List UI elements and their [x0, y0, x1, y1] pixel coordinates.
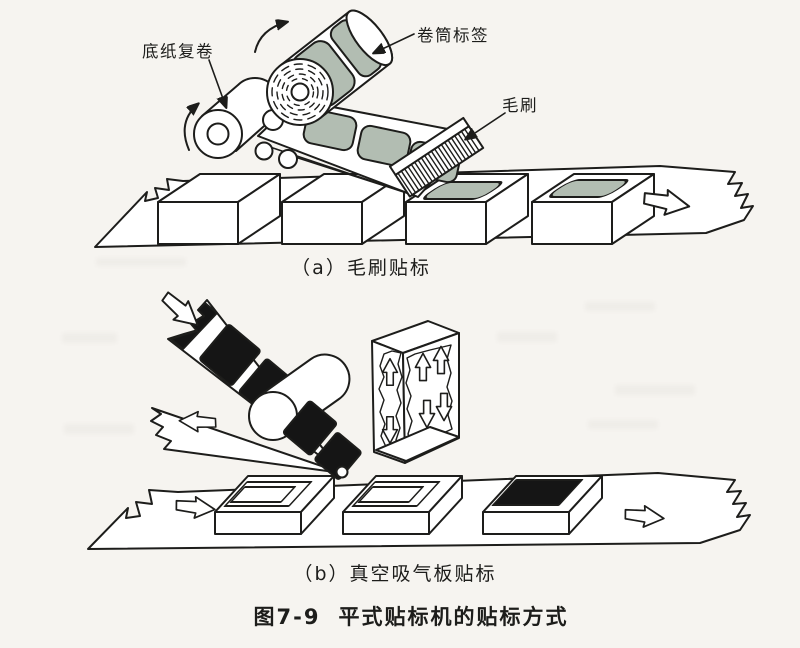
- vacuum-suction-box: [371, 320, 460, 464]
- peel-tip-roller: [335, 465, 349, 479]
- figure-caption: 图7-9 平式贴标机的贴标方式: [251, 601, 571, 631]
- bleedthrough-mark: [588, 420, 658, 429]
- annotation-label-roll: 卷筒标签: [417, 26, 489, 45]
- panel-b-drawing: [87, 286, 751, 550]
- black-label: [199, 324, 261, 386]
- leader-label-roll: [374, 33, 415, 53]
- box-b-1: [214, 475, 335, 535]
- leader-backing-rewind: [208, 59, 226, 107]
- bleedthrough-mark: [615, 385, 695, 395]
- box-a-2: [281, 173, 405, 245]
- black-label: [282, 400, 338, 456]
- box-a-1: [157, 173, 281, 245]
- panel-b-caption: （b）真空吸气板贴标: [293, 563, 497, 585]
- black-label: [314, 432, 362, 480]
- leader-brush: [466, 112, 506, 139]
- peel-roller: [248, 353, 351, 441]
- box-a-4: [531, 173, 655, 245]
- applied-label-on-box4: [549, 179, 629, 198]
- applied-black-label: [491, 479, 584, 506]
- label-roll-core: [290, 82, 310, 102]
- guide-roller: [254, 141, 274, 161]
- bleedthrough-mark: [62, 333, 117, 343]
- annotation-brush: 毛刷: [502, 96, 538, 115]
- figure-title: 平式贴标机的贴标方式: [338, 605, 569, 629]
- guide-roller: [278, 149, 298, 169]
- box-b-2: [342, 475, 463, 535]
- brush-bristles: [397, 129, 480, 195]
- rotation-arrow-icon: [183, 104, 198, 151]
- figure-number: 图7-9: [253, 605, 321, 629]
- bleedthrough-mark: [96, 258, 186, 266]
- box-b-3: [482, 475, 603, 535]
- panel-a-drawing: [94, 9, 754, 248]
- box-a-3: [405, 173, 529, 245]
- applied-label-on-box3: [423, 181, 503, 200]
- brush-back: [388, 116, 470, 176]
- bleedthrough-mark: [64, 424, 134, 434]
- annotation-backing-rewind: 底纸复卷: [142, 42, 214, 61]
- brush: [388, 116, 485, 198]
- backing-return-web: [254, 141, 417, 197]
- bleedthrough-mark: [585, 302, 655, 311]
- backing-rewind-core: [206, 122, 230, 146]
- bleedthrough-mark: [497, 332, 557, 342]
- rotation-arrow-icon: [254, 22, 287, 53]
- perforated-plate: [375, 426, 460, 462]
- panel-a-caption: （a）毛刷贴标: [291, 257, 431, 279]
- black-label: [170, 302, 218, 350]
- backing-exit-web: [150, 407, 343, 474]
